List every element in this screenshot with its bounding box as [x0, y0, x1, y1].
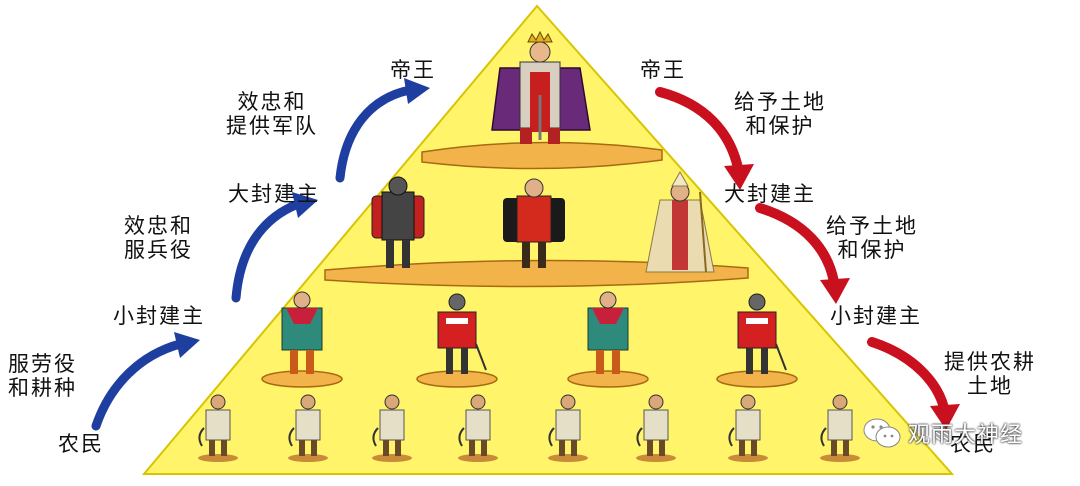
- great-lord-figure-noble: [503, 178, 565, 268]
- peasant-figure: [548, 394, 588, 462]
- great-lord-figure-bishop: [645, 170, 715, 273]
- lesser-lord-figures: [281, 291, 787, 374]
- left-duty-label-3: 服劳役 和耕种: [8, 352, 77, 400]
- peasant-figures: [198, 394, 860, 462]
- right-grant-label-3: 提供农耕 土地: [944, 350, 1036, 398]
- left-top-label-emperor: 帝王: [390, 58, 436, 82]
- peasant-figure: [636, 394, 676, 462]
- left-duty-2-line-2: 服兵役: [124, 238, 193, 263]
- right-peasant-label: 农民: [950, 432, 996, 456]
- right-grant-3-line-2: 土地: [967, 374, 1013, 399]
- left-duty-3-line-2: 和耕种: [8, 376, 77, 401]
- right-grant-1-line-1: 给予土地: [734, 90, 826, 114]
- right-arrowheads: [724, 164, 960, 430]
- great-lord-figure-armored: [371, 176, 425, 268]
- right-great-lord-label: 大封建主: [724, 182, 816, 206]
- peasant-figure: [458, 394, 498, 462]
- knight-platform-3: [567, 370, 649, 388]
- lords-platform: [324, 259, 749, 288]
- left-lesser-lord-label: 小封建主: [113, 304, 205, 328]
- peasant-figure: [372, 394, 412, 462]
- left-peasant-label: 农民: [58, 432, 104, 456]
- peasant-figure: [288, 394, 328, 462]
- red-arrow-bottom: [867, 337, 949, 413]
- platforms: [261, 141, 798, 388]
- left-duty-2-line-1: 效忠和: [124, 214, 193, 238]
- blue-arrow-top: [335, 85, 415, 183]
- lesser-lord-figure-2: [437, 293, 487, 374]
- lesser-lord-figure-4: [737, 293, 787, 374]
- peasant-figure: [198, 394, 238, 462]
- right-grant-2-line-2: 和保护: [837, 238, 907, 263]
- left-duty-1-line-1: 效忠和: [237, 90, 307, 114]
- king-platform: [421, 141, 663, 170]
- knight-platform-2: [416, 370, 498, 388]
- right-grant-3-line-1: 提供农耕: [944, 350, 1036, 374]
- right-grant-2-line-1: 给予土地: [826, 214, 918, 238]
- right-arrows: [655, 87, 949, 413]
- left-great-lord-label: 大封建主: [228, 182, 320, 206]
- watermark-text: 观雨大神经: [908, 423, 1024, 448]
- king-figure: [491, 30, 591, 144]
- wechat-icon: [863, 418, 901, 448]
- blue-arrow-bottom: [91, 339, 185, 431]
- left-duty-1-line-2: 提供军队: [226, 114, 318, 139]
- red-arrow-middle: [755, 203, 839, 287]
- right-top-label-emperor: 帝王: [640, 58, 686, 82]
- right-grant-label-2: 给予土地 和保护: [826, 214, 918, 262]
- peasant-figure: [728, 394, 768, 462]
- left-arrows: [91, 85, 415, 431]
- right-lesser-lord-label: 小封建主: [830, 304, 922, 328]
- right-grant-label-1: 给予土地 和保护: [734, 90, 826, 138]
- watermark: 观雨大神经: [862, 416, 1023, 450]
- red-arrow-top: [655, 87, 743, 173]
- lesser-lord-figure-1: [281, 291, 323, 374]
- lesser-lord-figure-3: [587, 291, 629, 374]
- knight-platform-1: [261, 370, 343, 388]
- left-duty-label-1: 效忠和 提供军队: [226, 90, 318, 138]
- right-grant-1-line-2: 和保护: [745, 114, 815, 139]
- left-duty-label-2: 效忠和 服兵役: [124, 214, 193, 262]
- peasant-figure: [820, 394, 860, 462]
- blue-arrow-middle: [231, 199, 303, 303]
- left-arrowheads: [174, 78, 430, 358]
- knight-platform-4: [716, 370, 798, 388]
- left-duty-3-line-1: 服劳役: [8, 352, 77, 376]
